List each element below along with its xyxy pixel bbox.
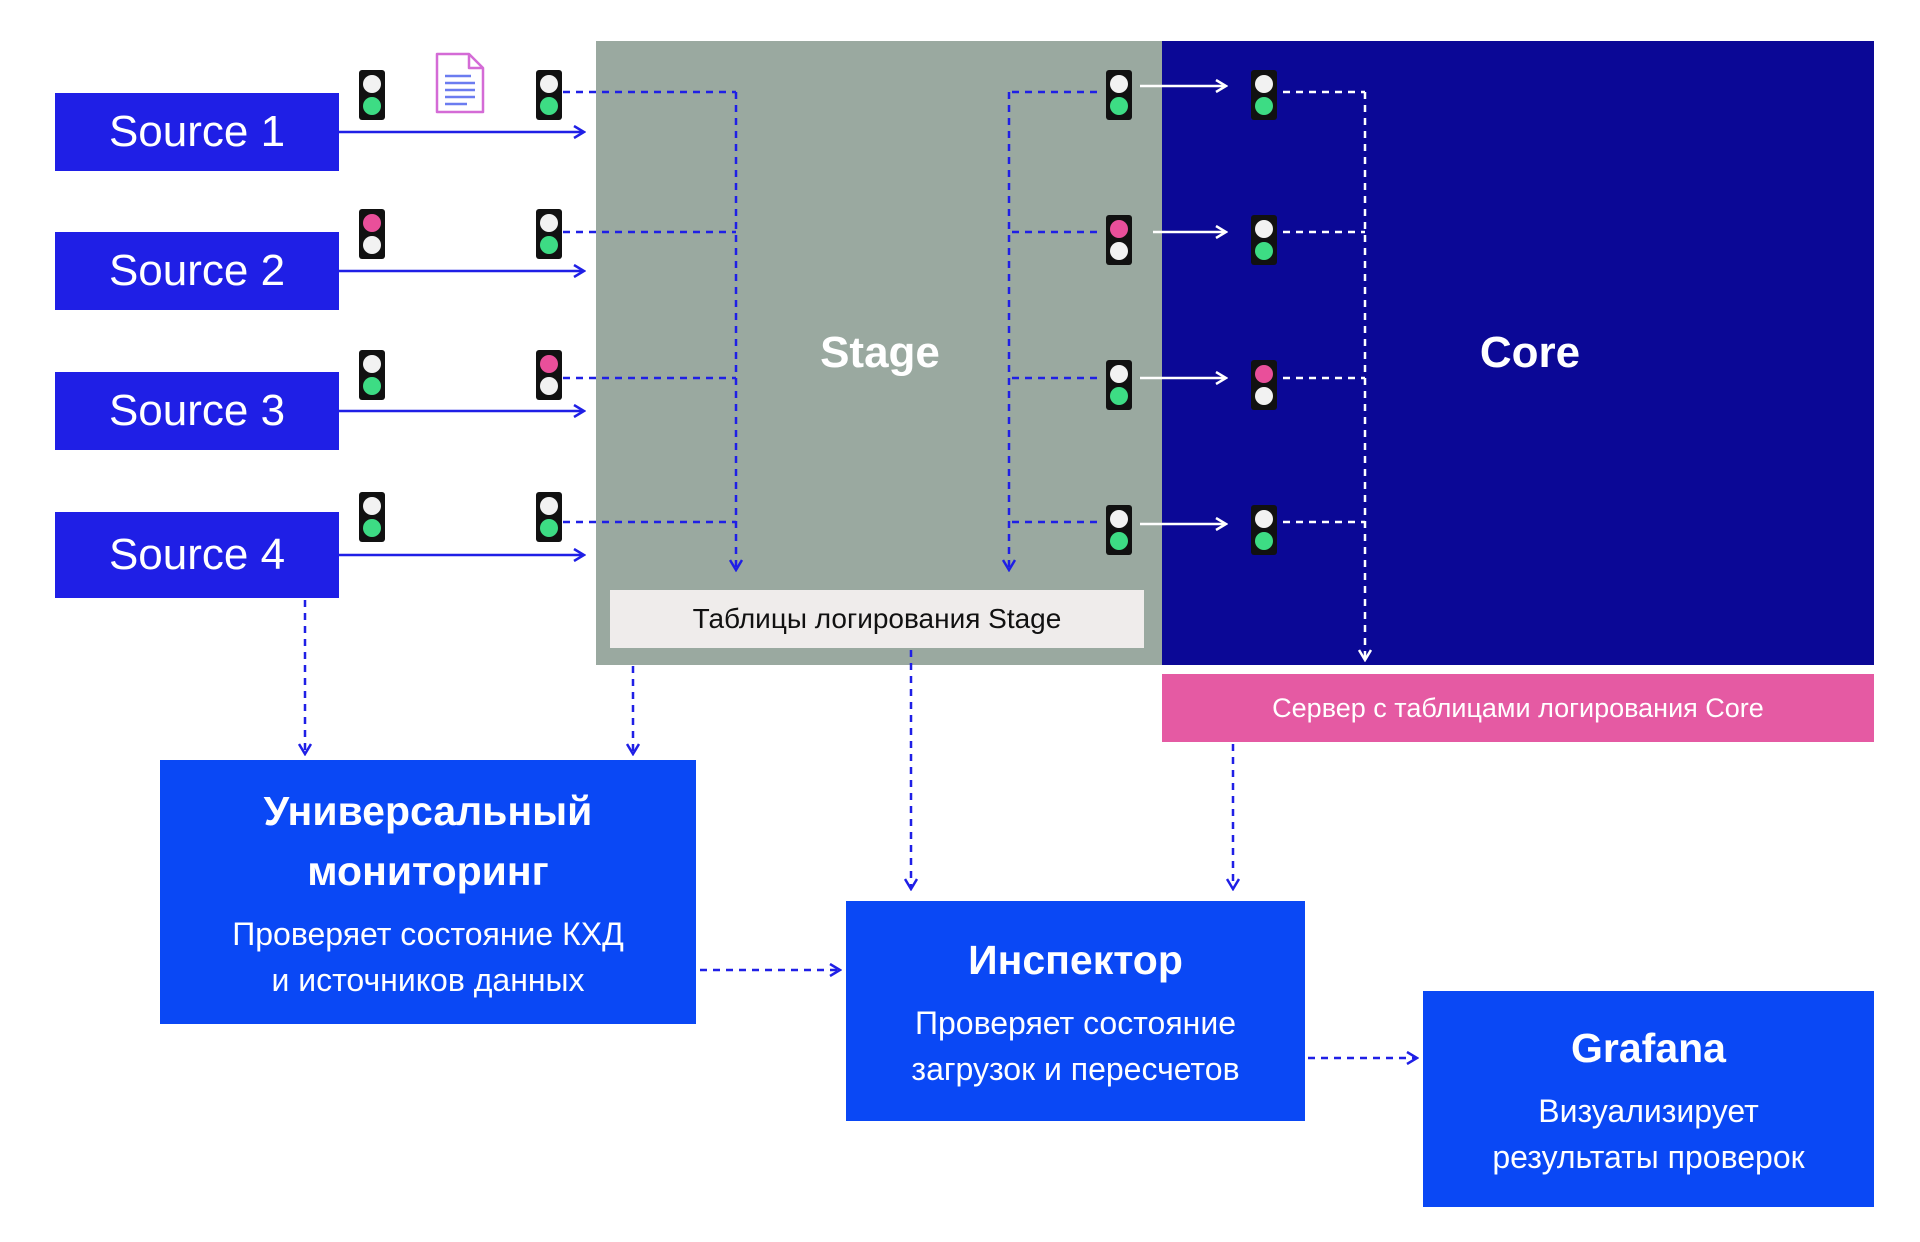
source-4-box: Source 4 <box>55 512 339 598</box>
universal-monitoring-title-line-1: Универсальный <box>263 788 593 834</box>
universal-monitoring-description: Проверяет состояние КХД и источников дан… <box>232 911 624 1003</box>
grafana-text-line-1: Визуализирует <box>1538 1093 1759 1129</box>
inspector-card: Инспектор Проверяет состояние загрузок и… <box>846 901 1305 1121</box>
source-1-box: Source 1 <box>55 93 339 171</box>
traffic-light-icon <box>536 70 562 120</box>
traffic-light-icon <box>359 209 385 259</box>
universal-monitoring-text-line-2: и источников данных <box>271 962 585 998</box>
traffic-light-icon <box>1251 505 1277 555</box>
source-arrows <box>339 132 584 555</box>
universal-monitoring-text-line-1: Проверяет состояние КХД <box>232 916 624 952</box>
traffic-light-icon <box>536 209 562 259</box>
core-collector <box>1283 90 1365 660</box>
traffic-light-icon <box>536 350 562 400</box>
traffic-lights <box>359 70 1277 555</box>
inspector-title: Инспектор <box>968 937 1183 983</box>
universal-monitoring-card: Универсальный мониторинг Проверяет состо… <box>160 760 696 1024</box>
monitoring-flows <box>305 600 1417 1058</box>
inspector-text-line-2: загрузок и пересчетов <box>911 1051 1240 1087</box>
traffic-light-icon <box>359 70 385 120</box>
universal-monitoring-title-line-2: мониторинг <box>307 848 549 894</box>
stage-title: Stage <box>820 328 940 377</box>
traffic-light-icon <box>536 492 562 542</box>
inspector-description: Проверяет состояние загрузок и пересчето… <box>911 1000 1239 1092</box>
stage-zone <box>596 41 1162 665</box>
grafana-title: Grafana <box>1571 1025 1726 1071</box>
stage-to-core-arrows <box>1140 86 1226 524</box>
traffic-light-icon <box>1106 505 1132 555</box>
traffic-light-icon <box>1251 215 1277 265</box>
source-2-box: Source 2 <box>55 232 339 310</box>
grafana-card: Grafana Визуализирует результаты проверо… <box>1423 991 1874 1207</box>
stage-logging-tables: Таблицы логирования Stage <box>610 590 1144 648</box>
stage-left-collector <box>563 90 736 570</box>
traffic-light-icon <box>1106 70 1132 120</box>
traffic-light-icon <box>1106 360 1132 410</box>
traffic-light-icon <box>359 492 385 542</box>
traffic-light-icon <box>1251 360 1277 410</box>
traffic-light-icon <box>359 350 385 400</box>
core-title: Core <box>1479 328 1581 377</box>
grafana-text-line-2: результаты проверок <box>1492 1139 1805 1175</box>
inspector-text-line-1: Проверяет состояние <box>914 1005 1236 1041</box>
stage-right-collector <box>1009 90 1097 570</box>
core-zone <box>1162 41 1874 665</box>
grafana-description: Визуализирует результаты проверок <box>1492 1088 1804 1180</box>
source-3-box: Source 3 <box>55 372 339 450</box>
document-icon <box>435 52 485 114</box>
traffic-light-icon <box>1106 215 1132 265</box>
core-logging-server: Сервер с таблицами логирования Core <box>1162 674 1874 742</box>
traffic-light-icon <box>1251 70 1277 120</box>
